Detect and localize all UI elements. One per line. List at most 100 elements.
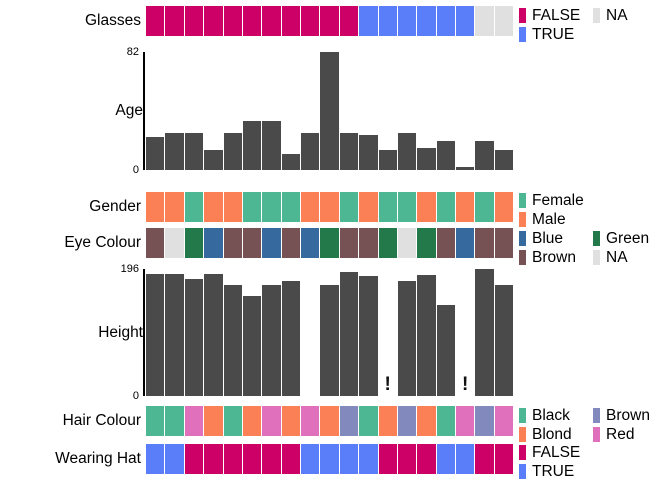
legend-item[interactable]: Blond — [519, 427, 593, 443]
category-cell[interactable] — [262, 444, 282, 474]
category-cell[interactable] — [301, 6, 321, 36]
category-cell[interactable] — [165, 6, 185, 36]
category-cell[interactable] — [281, 444, 301, 474]
missing-flag-marker[interactable]: ! — [379, 269, 398, 396]
category-cell[interactable] — [339, 228, 360, 258]
category-cell[interactable] — [456, 444, 476, 474]
category-cell[interactable] — [494, 192, 514, 222]
category-cell[interactable] — [281, 6, 301, 36]
category-cell[interactable] — [223, 192, 243, 222]
category-cell[interactable] — [184, 6, 205, 36]
category-cell[interactable] — [146, 192, 166, 222]
bar-slot[interactable] — [475, 52, 495, 170]
bar-slot[interactable] — [494, 52, 514, 170]
category-cell[interactable] — [204, 6, 224, 36]
category-cell[interactable] — [262, 406, 282, 436]
category-cell[interactable] — [301, 406, 321, 436]
category-cell[interactable] — [436, 192, 456, 222]
bar-slot[interactable] — [146, 52, 166, 170]
category-cell[interactable] — [204, 228, 224, 258]
legend-item[interactable]: Blue — [519, 231, 593, 247]
legend-item[interactable]: TRUE — [519, 27, 593, 43]
category-cell[interactable] — [204, 192, 224, 222]
bar-slot[interactable] — [339, 269, 360, 396]
category-cell[interactable] — [359, 444, 379, 474]
category-cell[interactable] — [436, 228, 456, 258]
legend-item[interactable]: FALSE — [519, 445, 580, 461]
legend-item[interactable]: Green — [593, 231, 649, 247]
category-cell[interactable] — [397, 6, 418, 36]
category-cell[interactable] — [184, 406, 205, 436]
bar-slot[interactable] — [184, 52, 205, 170]
category-cell[interactable] — [417, 444, 437, 474]
legend-item[interactable]: Black — [519, 408, 593, 424]
bar-slot[interactable] — [165, 269, 185, 396]
category-cell[interactable] — [242, 228, 263, 258]
legend-item[interactable]: Red — [593, 427, 634, 443]
category-cell[interactable] — [242, 192, 263, 222]
category-cell[interactable] — [223, 444, 243, 474]
category-cell[interactable] — [146, 444, 166, 474]
bar-slot[interactable] — [184, 269, 205, 396]
missing-flag-marker[interactable]: ! — [456, 269, 476, 396]
bar-slot[interactable] — [204, 52, 224, 170]
category-cell[interactable] — [436, 406, 456, 436]
bar-slot[interactable] — [417, 269, 437, 396]
category-cell[interactable] — [223, 228, 243, 258]
bar-slot[interactable] — [494, 269, 514, 396]
category-cell[interactable] — [165, 228, 185, 258]
category-cell[interactable] — [242, 444, 263, 474]
category-cell[interactable] — [494, 228, 514, 258]
category-cell[interactable] — [397, 228, 418, 258]
category-cell[interactable] — [378, 228, 398, 258]
category-cell[interactable] — [359, 6, 379, 36]
category-cell[interactable] — [339, 6, 360, 36]
category-cell[interactable] — [301, 444, 321, 474]
category-cell[interactable] — [397, 406, 418, 436]
bar-slot[interactable] — [165, 52, 185, 170]
bar-slot[interactable] — [378, 52, 398, 170]
legend-item[interactable]: NA — [593, 8, 628, 24]
category-cell[interactable] — [378, 192, 398, 222]
category-cell[interactable] — [417, 406, 437, 436]
category-cell[interactable] — [320, 228, 340, 258]
category-cell[interactable] — [494, 6, 514, 36]
bar-slot[interactable] — [204, 269, 224, 396]
category-cell[interactable] — [475, 228, 495, 258]
category-cell[interactable] — [204, 406, 224, 436]
category-cell[interactable] — [320, 192, 340, 222]
category-cell[interactable] — [339, 444, 360, 474]
category-cell[interactable] — [378, 406, 398, 436]
legend-item[interactable]: TRUE — [519, 464, 574, 480]
bar-slot[interactable] — [281, 52, 301, 170]
category-cell[interactable] — [456, 192, 476, 222]
category-cell[interactable] — [475, 192, 495, 222]
category-cell[interactable] — [146, 406, 166, 436]
category-cell[interactable] — [494, 406, 514, 436]
category-cell[interactable] — [475, 444, 495, 474]
category-cell[interactable] — [436, 444, 456, 474]
category-cell[interactable] — [475, 6, 495, 36]
bar-slot[interactable] — [417, 52, 437, 170]
category-cell[interactable] — [242, 406, 263, 436]
category-cell[interactable] — [456, 6, 476, 36]
category-cell[interactable] — [242, 6, 263, 36]
category-cell[interactable] — [146, 228, 166, 258]
bar-slot[interactable] — [436, 269, 456, 396]
bar-slot[interactable] — [339, 52, 360, 170]
category-cell[interactable] — [417, 192, 437, 222]
bar-slot[interactable] — [436, 52, 456, 170]
category-cell[interactable] — [494, 444, 514, 474]
bar-slot[interactable] — [146, 269, 166, 396]
legend-item[interactable]: Brown — [519, 250, 593, 266]
category-cell[interactable] — [204, 444, 224, 474]
legend-item[interactable]: Male — [519, 212, 566, 228]
category-cell[interactable] — [223, 406, 243, 436]
bar-slot[interactable] — [262, 52, 282, 170]
category-cell[interactable] — [320, 444, 340, 474]
bar-slot[interactable] — [475, 269, 495, 396]
category-cell[interactable] — [301, 192, 321, 222]
bar-slot[interactable] — [223, 269, 243, 396]
category-cell[interactable] — [359, 406, 379, 436]
category-cell[interactable] — [320, 6, 340, 36]
